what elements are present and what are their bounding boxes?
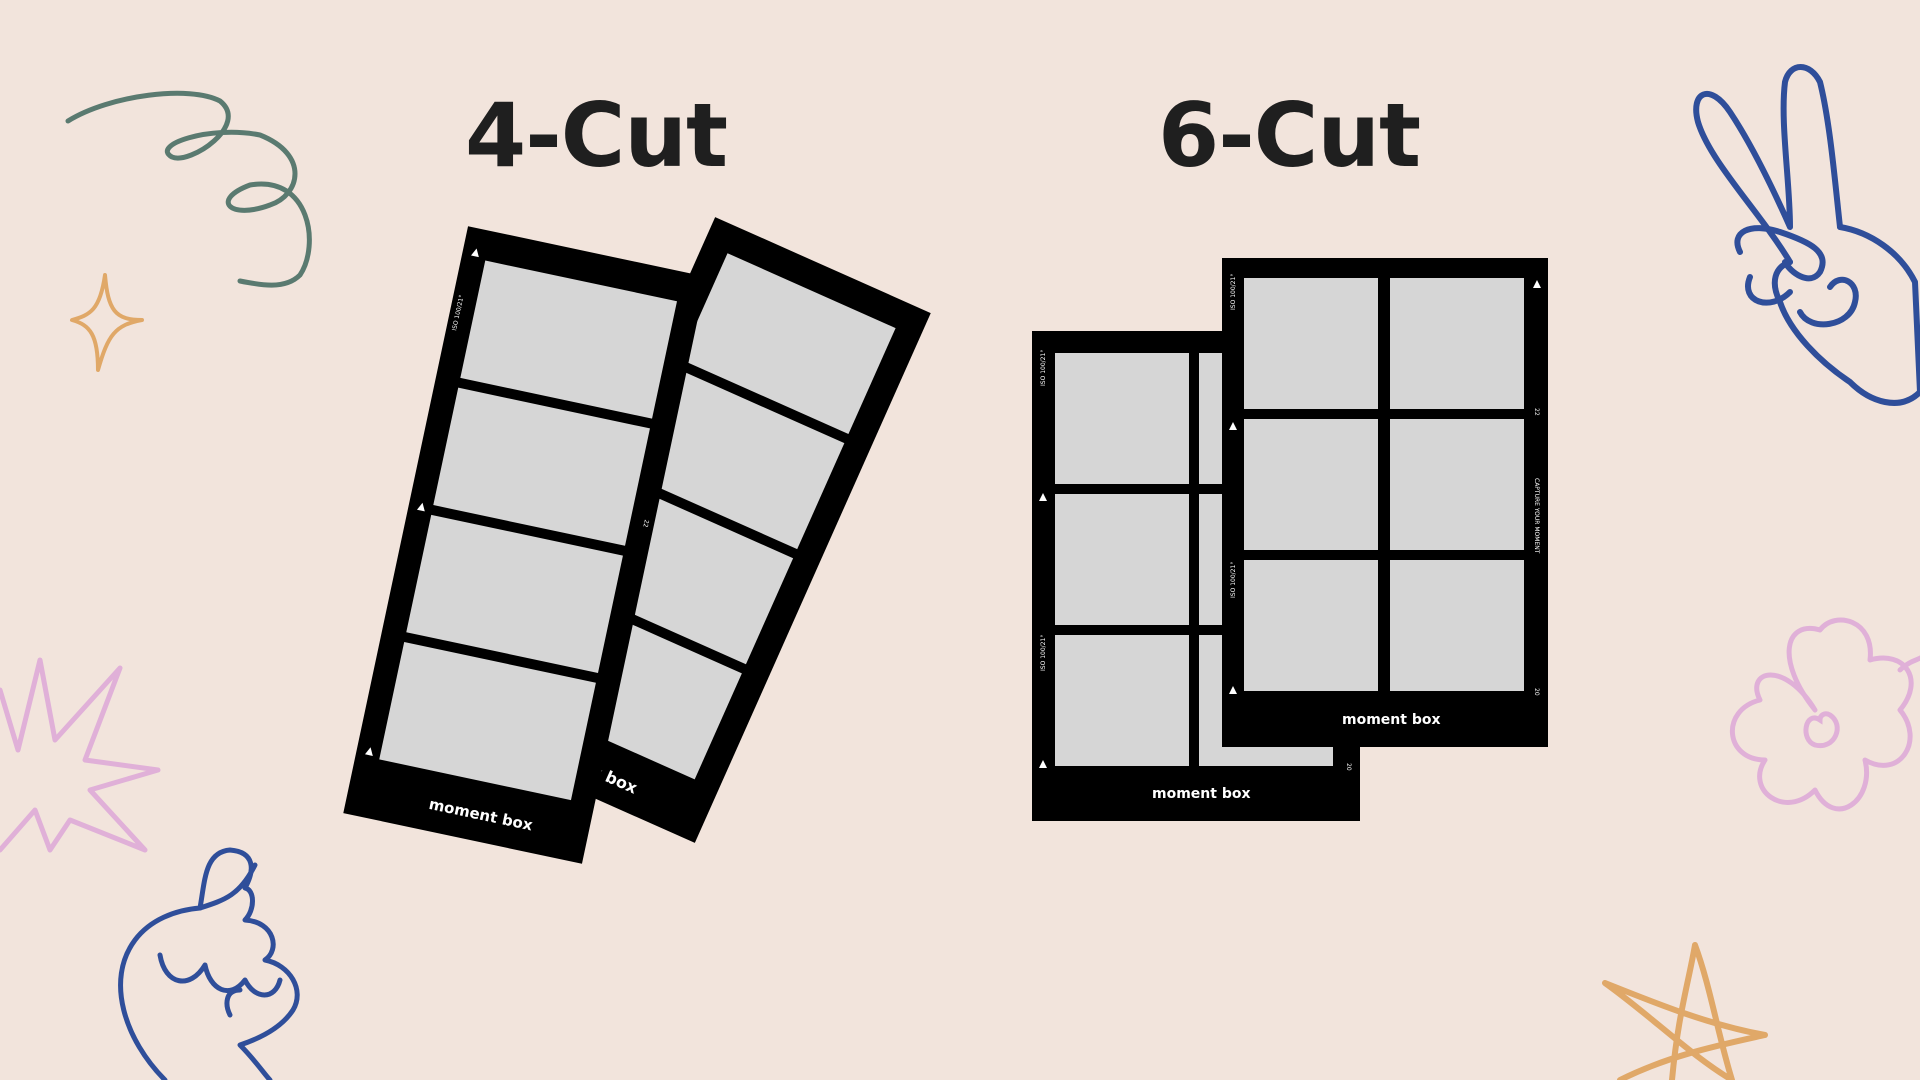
brand-logo: moment box [1152,786,1251,802]
title-4-cut: 4-Cut [465,84,728,187]
burst-doodle [0,657,161,853]
side-caption: CAPTURE YOUR MOMENT [1533,478,1540,554]
iso-label: ISO 100/21° [1040,635,1047,671]
iso-label: ISO 100/21° [1230,562,1237,598]
frame-number: 22 [1533,408,1540,416]
frame-number: 20 [1533,688,1540,696]
flower-doodle [1730,617,1920,812]
frame-number: 22 [641,519,649,528]
finger-heart-hand-doodle [118,847,300,1080]
peace-sign-hand-doodle [1693,64,1920,406]
frame-number: 20 [1345,763,1352,771]
swirl-doodle [65,90,312,288]
brand-logo: moment box [1342,712,1441,728]
sparkle-doodle [70,273,144,372]
iso-label: ISO 100/21° [1230,274,1237,310]
title-6-cut: 6-Cut [1158,84,1421,187]
star-doodle [1602,942,1768,1080]
iso-label: ISO 100/21° [1040,350,1047,386]
six-cut-sheet-front: ISO 100/21° ISO 100/21° 22 CAPTURE YOUR … [1222,258,1548,747]
